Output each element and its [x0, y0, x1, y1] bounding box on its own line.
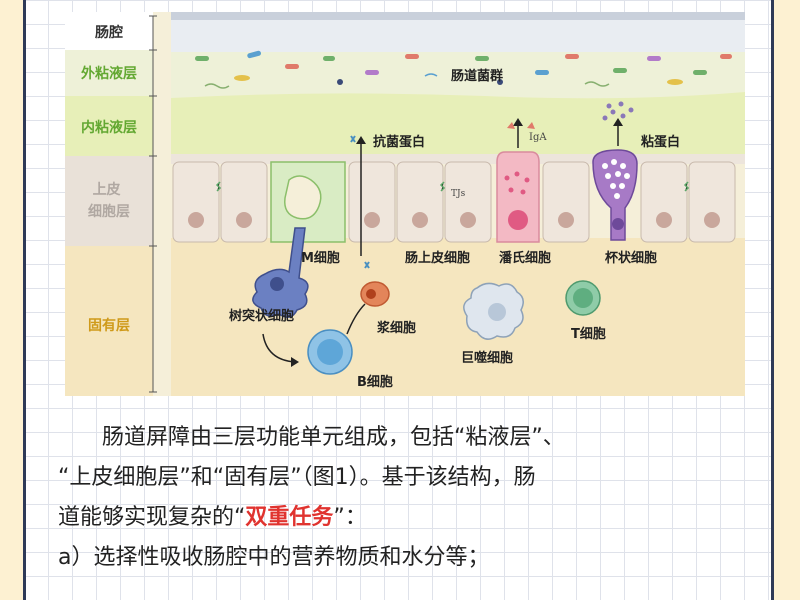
outer-mucus-label-bg: [65, 50, 153, 96]
label-plasma-cell: 浆细胞: [376, 320, 416, 336]
tight-junctions: [215, 181, 690, 192]
label-enterocyte: 肠上皮细胞: [405, 250, 470, 266]
label-epithelium: 上皮 细胞层: [88, 181, 130, 220]
lamina-label-bg: [65, 246, 153, 396]
label-outer-mucus: 外粘液层: [81, 65, 137, 82]
label-lumen: 肠腔: [95, 24, 123, 41]
arrows: [262, 124, 619, 363]
label-dendritic-cell: 树突状细胞: [229, 308, 294, 324]
label-b-cell: B细胞: [357, 374, 393, 390]
label-t-cell: T细胞: [571, 326, 606, 342]
lumen-top-band: [171, 12, 745, 20]
label-iga: IgA: [529, 132, 547, 143]
article-body: 肠道屏障由三层功能单元组成，包括“粘液层”、 “上皮细胞层”和“固有层”（图1）…: [58, 418, 748, 578]
label-antimicrobial-protein: 抗菌蛋白: [373, 134, 425, 150]
label-microbiota: 肠道菌群: [451, 68, 503, 84]
left-frame-strip: [0, 0, 26, 600]
paragraph-line-1: 肠道屏障由三层功能单元组成，包括“粘液层”、: [102, 425, 565, 450]
outer-mucus-region: [171, 52, 745, 99]
highlight-dual-task: 双重任务: [245, 505, 334, 530]
label-macrophage: 巨噬细胞: [461, 350, 513, 366]
label-mucin: 粘蛋白: [640, 134, 680, 150]
lumen-label-bg: [65, 12, 153, 50]
intestinal-barrier-diagram: 肠腔 外粘液层 内粘液层 上皮 细胞层 固有层 肠道菌群 抗菌蛋白 IgA 粘蛋…: [65, 12, 745, 396]
list-item-a: a）选择性吸收肠腔中的营养物质和水分等；: [58, 545, 490, 570]
label-goblet-cell: 杯状细胞: [605, 250, 657, 266]
lamina-propria-region: [171, 238, 745, 396]
label-m-cell: M细胞: [301, 250, 340, 266]
label-tjs: TJs: [451, 189, 466, 199]
paragraph-line-2: “上皮细胞层”和“固有层”（图1）。基于该结构，肠: [58, 465, 536, 490]
epithelial-nuclei: [188, 212, 720, 228]
right-frame-strip: [771, 0, 800, 600]
label-paneth-cell: 潘氏细胞: [499, 250, 551, 266]
label-inner-mucus: 内粘液层: [81, 119, 137, 136]
label-lamina-propria: 固有层: [88, 317, 130, 334]
epithelium-label-bg: [65, 156, 153, 246]
microvilli: [171, 154, 745, 164]
layer-bracket: [149, 15, 157, 393]
dendritic-cell: [252, 227, 309, 318]
epithelial-cells: [172, 161, 736, 243]
paragraph-line-3: 道能够实现复杂的“双重任务”：: [58, 505, 367, 530]
inner-mucus-label-bg: [65, 96, 153, 156]
arrowheads: [291, 118, 623, 367]
microbiota-bacteria: [195, 50, 732, 89]
paneth-cell: [496, 151, 540, 243]
inner-mucus-region: [171, 92, 745, 162]
